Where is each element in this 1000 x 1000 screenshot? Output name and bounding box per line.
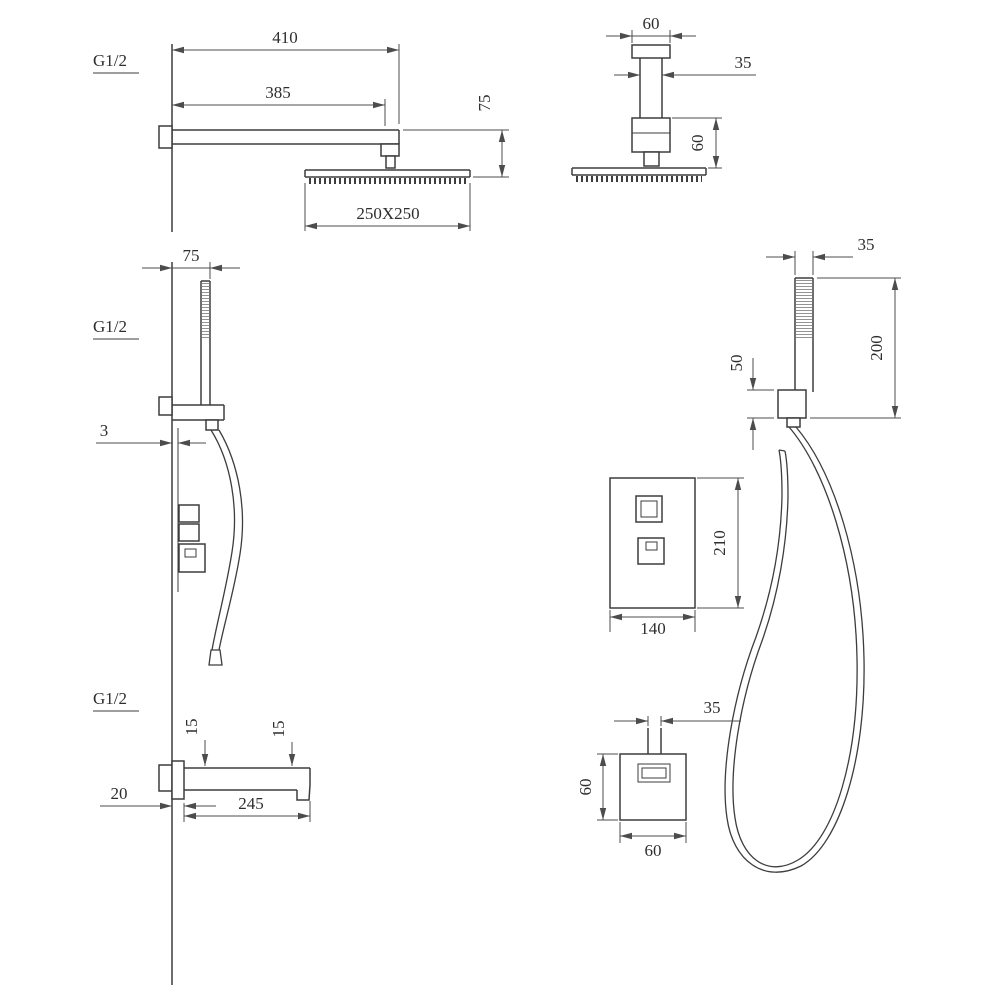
mixer-knob-bottom [637, 537, 665, 565]
spout-escutcheon [171, 760, 185, 800]
hose-side [208, 429, 244, 666]
spout-body-front [619, 753, 687, 821]
dimension-bracket-offset: 75 [142, 246, 240, 279]
dim-label-210: 210 [710, 530, 729, 556]
view-hand-shower-front: 35 200 50 [724, 235, 901, 873]
spray-face [795, 280, 813, 340]
head-connector-block [631, 117, 671, 167]
view-spout-side: 15 15 G1/2 20 245 [93, 689, 311, 822]
dimension-head-drop: 75 [403, 95, 509, 178]
spout-elbow [158, 764, 173, 792]
dim-label-410: 410 [272, 28, 298, 47]
dimension-spout-length: 245 [183, 794, 311, 822]
dim-label-60-top: 60 [643, 14, 660, 33]
wall-inlet-elbow [158, 125, 173, 149]
thread-label-rain: G1/2 [93, 51, 139, 74]
dim-label-60-bottom: 60 [645, 841, 662, 860]
dim-label-245: 245 [238, 794, 264, 813]
g12-label: G1/2 [93, 317, 127, 336]
concealed-valve-side [178, 504, 206, 573]
hose-end-fitting [208, 649, 223, 666]
dimension-plate-width: 140 [609, 610, 696, 638]
dimension-offset-top: 15 [182, 719, 209, 766]
dimension-head-size: 250X250 [304, 183, 471, 231]
arm-head-fitting [380, 143, 400, 169]
dimension-wall-depth: 20 [100, 784, 216, 810]
dim-label-140: 140 [640, 619, 666, 638]
dimension-body-height: 60 [576, 753, 618, 821]
shower-head-plate [304, 169, 471, 184]
view-spout-front: 35 60 60 [576, 698, 741, 860]
spout-supply-pipe [647, 728, 662, 754]
holder-front [777, 389, 807, 428]
spout-outlet-front [637, 763, 671, 783]
view-rain-shower-side: 410 385 75 250X250 G1/2 [93, 28, 509, 232]
dimension-offset-tip: 15 [269, 721, 296, 766]
dimension-wand-width: 35 [766, 235, 875, 275]
shower-head-plate-front [571, 167, 707, 182]
dim-label-35-wand: 35 [858, 235, 875, 254]
dimension-plate-height: 210 [697, 477, 744, 609]
view-hand-shower-side: 75 G1/2 3 [93, 246, 244, 985]
shower-pipe [639, 58, 663, 118]
dim-label-35: 35 [735, 53, 752, 72]
dimension-flange-width: 60 [606, 14, 696, 43]
hand-shower-wand-side [200, 280, 211, 405]
dimension-body-width: 60 [619, 822, 687, 860]
dimension-overall-height: 200 [810, 277, 901, 419]
thread-label-spout: G1/2 [93, 689, 139, 712]
wall-bracket [172, 404, 225, 431]
dim-label-250x250: 250X250 [356, 204, 419, 223]
dimension-arm-total: 410 [172, 28, 400, 124]
hose-loop [724, 426, 865, 873]
dimension-arm: 385 [172, 83, 386, 126]
ceiling-flange [631, 44, 671, 59]
dim-label-385: 385 [265, 83, 291, 102]
g12-label: G1/2 [93, 51, 127, 70]
dim-label-60-left: 60 [576, 779, 595, 796]
dim-label-35-spout: 35 [704, 698, 721, 717]
dimension-pipe-width: 35 [614, 53, 756, 79]
spray-face [201, 283, 210, 338]
dimension-connector-height: 60 [672, 117, 722, 169]
dim-label-20: 20 [111, 784, 128, 803]
dim-label-60-right: 60 [688, 135, 707, 152]
dim-label-75-hand: 75 [183, 246, 200, 265]
dim-label-75: 75 [475, 95, 494, 112]
dimension-holder-height: 50 [727, 355, 774, 450]
dim-label-3: 3 [100, 421, 109, 440]
view-rain-shower-front: 60 35 60 [571, 14, 756, 182]
spout-outlet [296, 784, 311, 801]
shower-arm [172, 129, 400, 145]
dim-label-15b: 15 [269, 721, 288, 738]
hand-shower-wand-front [794, 277, 814, 392]
spout-body-side [184, 767, 311, 801]
mixer-knob-top [635, 495, 663, 523]
dim-label-15a: 15 [182, 719, 201, 736]
dimension-trim-gap: 3 [96, 421, 206, 447]
thread-label-hand: G1/2 [93, 317, 139, 340]
view-mixer-front: 210 140 [609, 477, 744, 638]
dimension-pipe-width-spout: 35 [614, 698, 741, 726]
dim-label-200: 200 [867, 335, 886, 361]
bracket-elbow [158, 396, 173, 416]
dim-label-50: 50 [727, 355, 746, 372]
g12-label: G1/2 [93, 689, 127, 708]
